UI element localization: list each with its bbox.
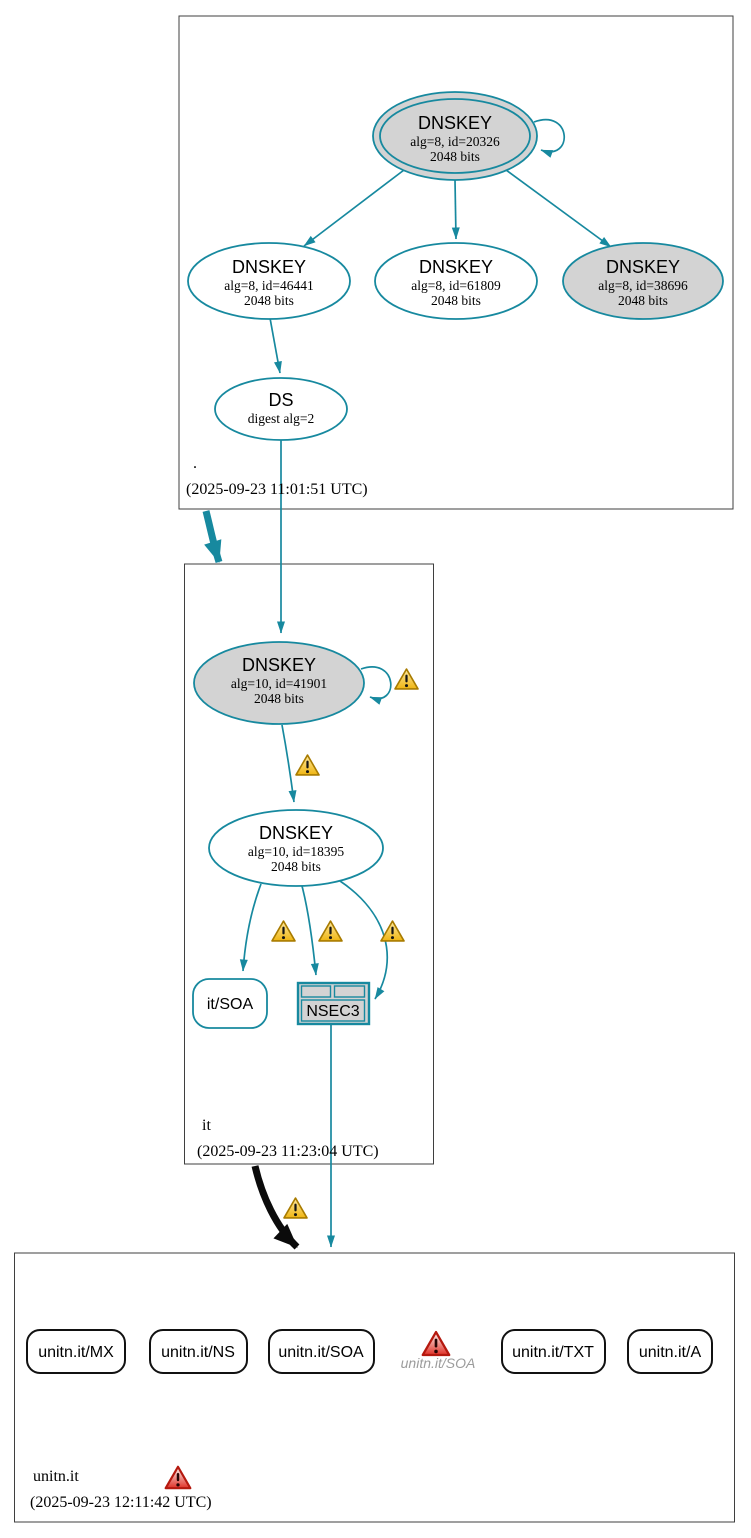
edge-delegation-root-it — [202, 510, 223, 564]
unitn-a-label: unitn.it/A — [639, 1344, 702, 1361]
root-ksk-title: DNSKEY — [418, 113, 492, 133]
root-zsk2-detail2: 2048 bits — [431, 293, 481, 308]
error-icon[interactable] — [164, 1465, 192, 1490]
node-unitn-mx-rrset[interactable]: unitn.it/MX — [26, 1329, 126, 1374]
unitn-soa-box[interactable] — [268, 1329, 375, 1374]
node-unitn-soa-rrset[interactable]: unitn.it/SOA — [268, 1329, 375, 1374]
edge-it-zsk-nsec3-left — [301, 885, 319, 976]
node-it-soa-rrset[interactable]: it/SOA — [192, 978, 268, 1029]
nsec3-cell-right — [333, 985, 366, 998]
warning-icon[interactable] — [380, 920, 405, 942]
node-unitn-soa-error[interactable]: unitn.it/SOA — [401, 1330, 476, 1371]
edge-root-ksk-zsk3 — [505, 169, 612, 248]
node-unitn-a-rrset[interactable]: unitn.it/A — [627, 1329, 713, 1374]
edge-it-ksk-zsk — [281, 724, 297, 803]
root-zsk2-title: DNSKEY — [419, 257, 493, 277]
edge-it-ksk-selfsign — [360, 666, 392, 705]
node-unitn-ns-rrset[interactable]: unitn.it/NS — [149, 1329, 248, 1374]
root-zsk1-ellipse[interactable] — [187, 242, 351, 320]
nsec3-cell-left — [300, 985, 332, 998]
edge-delegation-it-unitn — [251, 1165, 300, 1250]
zone-box-it — [184, 563, 434, 1165]
zone-label-unitn: unitn.it — [33, 1468, 79, 1485]
warning-icon[interactable] — [283, 1197, 308, 1219]
root-ksk-detail2: 2048 bits — [430, 149, 480, 164]
root-ds-title: DS — [268, 390, 293, 410]
node-root-zsk1-dnskey[interactable]: DNSKEY alg=8, id=46441 2048 bits — [187, 242, 351, 320]
edge-it-zsk-nsec3-right — [339, 880, 389, 1000]
unitn-mx-label: unitn.it/MX — [38, 1344, 114, 1361]
root-zsk1-detail1: alg=8, id=46441 — [224, 278, 313, 293]
zone-box-unitn — [14, 1252, 735, 1523]
warning-icon[interactable] — [394, 668, 419, 690]
zone-label-root: . — [193, 455, 197, 472]
unitn-mx-box[interactable] — [26, 1329, 126, 1374]
zone-label-it: it — [202, 1117, 211, 1134]
node-root-zsk3-dnskey[interactable]: DNSKEY alg=8, id=38696 2048 bits — [562, 242, 724, 320]
it-soa-box[interactable] — [192, 978, 268, 1029]
root-ksk-outer-ellipse[interactable] — [372, 91, 538, 181]
unitn-a-box[interactable] — [627, 1329, 713, 1374]
nsec3-label: NSEC3 — [306, 1003, 359, 1020]
node-it-nsec3[interactable]: NSEC3 — [296, 981, 371, 1026]
unitn-ns-label: unitn.it/NS — [161, 1344, 235, 1361]
root-ds-detail1: digest alg=2 — [248, 411, 314, 426]
edge-zsk1-ds — [269, 317, 282, 374]
error-icon[interactable] — [421, 1330, 451, 1357]
unitn-txt-label: unitn.it/TXT — [512, 1344, 594, 1361]
edge-root-ksk-zsk2 — [451, 179, 460, 240]
root-ksk-inner-ellipse — [379, 98, 531, 174]
node-it-zsk-dnskey[interactable]: DNSKEY alg=10, id=18395 2048 bits — [208, 809, 384, 887]
root-zsk2-detail1: alg=8, id=61809 — [411, 278, 501, 293]
warning-icon[interactable] — [295, 754, 320, 776]
it-ksk-ellipse[interactable] — [193, 641, 365, 725]
unitn-ns-box[interactable] — [149, 1329, 248, 1374]
edge-it-zsk-soa — [239, 883, 262, 972]
root-zsk1-detail2: 2048 bits — [244, 293, 294, 308]
root-ksk-detail1: alg=8, id=20326 — [410, 134, 500, 149]
node-root-zsk2-dnskey[interactable]: DNSKEY alg=8, id=61809 2048 bits — [374, 242, 538, 320]
unitn-soa-error-label: unitn.it/SOA — [401, 1355, 476, 1371]
root-zsk3-ellipse[interactable] — [562, 242, 724, 320]
root-ds-ellipse[interactable] — [214, 377, 348, 441]
it-zsk-title: DNSKEY — [259, 823, 333, 843]
zone-timestamp-root: (2025-09-23 11:01:51 UTC) — [186, 481, 368, 498]
it-ksk-title: DNSKEY — [242, 655, 316, 675]
node-root-ds[interactable]: DS digest alg=2 — [214, 377, 348, 441]
it-ksk-detail1: alg=10, id=41901 — [231, 676, 327, 691]
root-zsk2-ellipse[interactable] — [374, 242, 538, 320]
edge-root-ksk-selfsign — [533, 118, 565, 158]
nsec3-cell-main — [300, 999, 366, 1022]
root-zsk3-title: DNSKEY — [606, 257, 680, 277]
unitn-txt-box[interactable] — [501, 1329, 606, 1374]
root-zsk1-title: DNSKEY — [232, 257, 306, 277]
edge-root-ksk-zsk1 — [303, 169, 405, 247]
node-unitn-txt-rrset[interactable]: unitn.it/TXT — [501, 1329, 606, 1374]
it-zsk-ellipse[interactable] — [208, 809, 384, 887]
zone-box-root — [178, 15, 734, 510]
unitn-soa-label: unitn.it/SOA — [278, 1344, 364, 1361]
it-zsk-detail1: alg=10, id=18395 — [248, 844, 344, 859]
root-zsk3-detail1: alg=8, id=38696 — [598, 278, 688, 293]
it-soa-label: it/SOA — [207, 996, 254, 1013]
it-zsk-detail2: 2048 bits — [271, 859, 321, 874]
node-root-ksk-dnskey[interactable]: DNSKEY alg=8, id=20326 2048 bits — [372, 91, 538, 181]
node-it-ksk-dnskey[interactable]: DNSKEY alg=10, id=41901 2048 bits — [193, 641, 365, 725]
zone-timestamp-it: (2025-09-23 11:23:04 UTC) — [197, 1143, 379, 1160]
warning-icon[interactable] — [318, 920, 343, 942]
root-zsk3-detail2: 2048 bits — [618, 293, 668, 308]
it-ksk-detail2: 2048 bits — [254, 691, 304, 706]
zone-timestamp-unitn: (2025-09-23 12:11:42 UTC) — [30, 1494, 212, 1511]
warning-icon[interactable] — [271, 920, 296, 942]
